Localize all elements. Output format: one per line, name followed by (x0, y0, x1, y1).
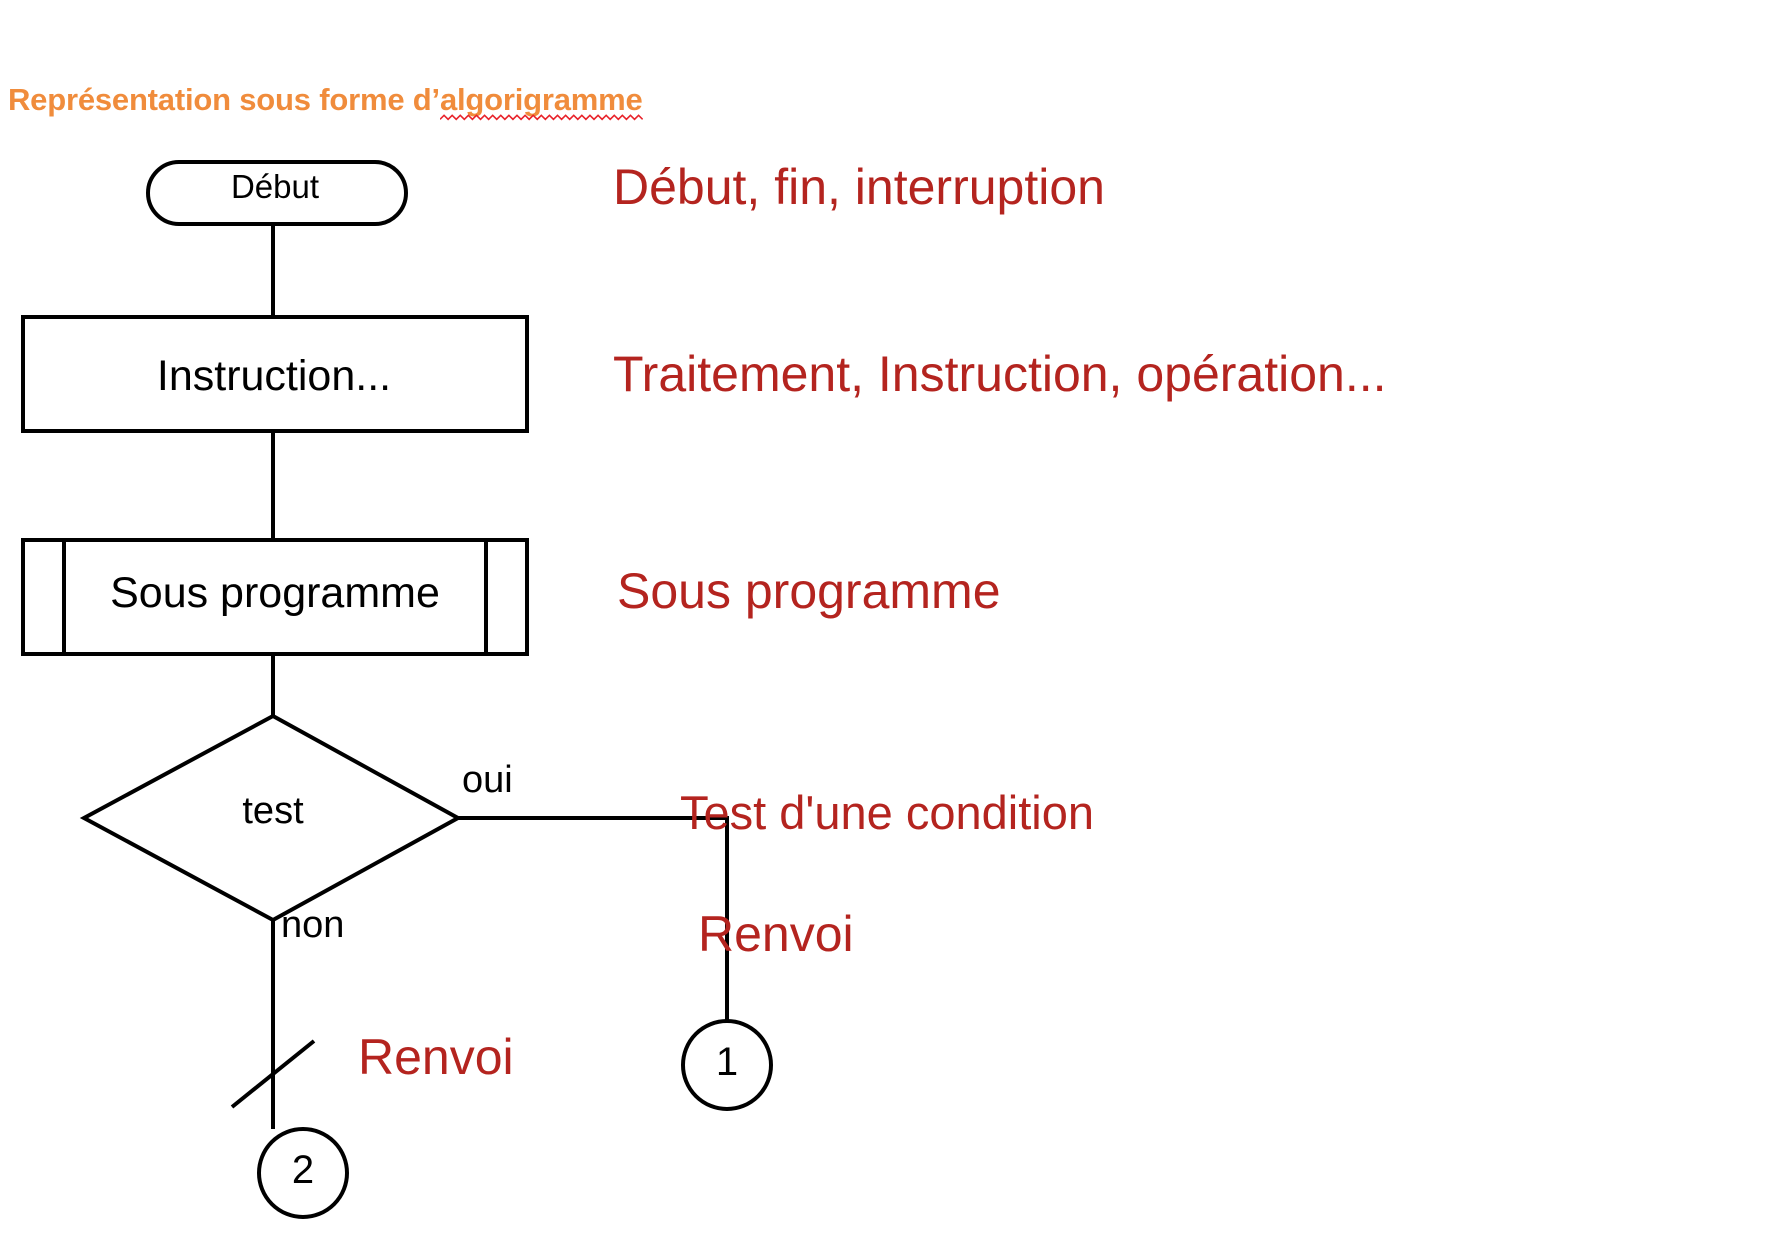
edge-test-yes (458, 816, 729, 1021)
node-debut-label: Début (230, 168, 320, 205)
node-test-label: test (242, 790, 304, 832)
edge-label-non: non (281, 904, 345, 946)
legend-connector2: Renvoi (358, 1029, 514, 1085)
node-connector1-shape[interactable] (681, 1019, 773, 1111)
node-instruction-label: Instruction... (156, 352, 392, 400)
node-instruction-shape[interactable] (21, 315, 529, 433)
node-connector1-label: 1 (715, 1040, 739, 1084)
edge-test-no-slash-mark (230, 1039, 316, 1109)
page-title: Représentation sous forme d’algorigramme (8, 82, 643, 118)
page-title-misspelled-text: algorigramme (439, 82, 643, 117)
legend-terminator: Début, fin, interruption (613, 159, 1105, 215)
legend-subroutine: Sous programme (617, 563, 1001, 619)
node-sousprogramme-label: Sous programme (110, 569, 440, 617)
node-connector2-shape[interactable] (257, 1127, 349, 1219)
page-title-prefix: Représentation sous forme d’ (8, 82, 440, 117)
page-title-misspelled-word: algorigramme (439, 82, 643, 118)
legend-process: Traitement, Instruction, opération... (613, 346, 1387, 402)
node-sousprogramme-shape[interactable] (21, 538, 529, 656)
node-connector2-label: 2 (291, 1148, 315, 1192)
node-debut-shape[interactable] (146, 160, 408, 226)
legend-connector1: Renvoi (698, 906, 854, 962)
edge-label-oui: oui (462, 759, 513, 801)
legend-decision: Test d'une condition (680, 786, 1094, 839)
